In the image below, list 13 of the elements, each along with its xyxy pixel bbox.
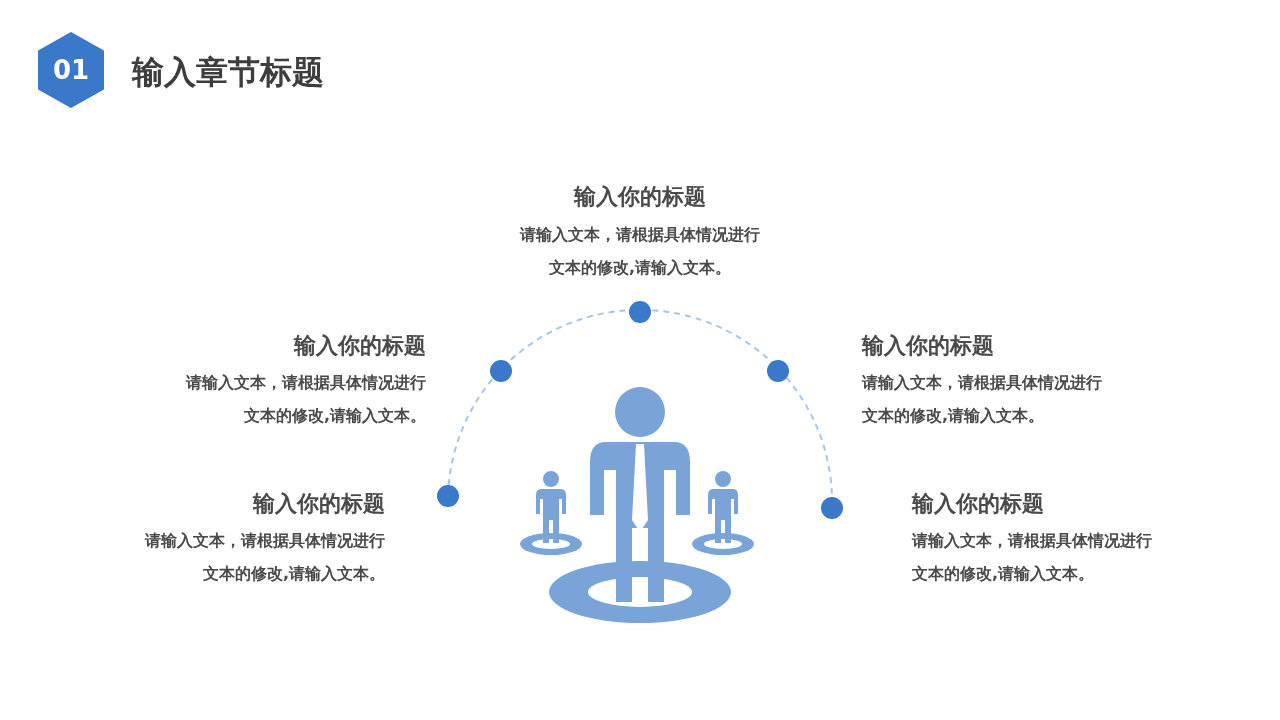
badge-number: 01 <box>51 54 91 87</box>
item-description: 请输入文本，请根据具体情况进行文本的修改,请输入文本。 <box>184 372 426 427</box>
item-heading: 输入你的标题 <box>862 332 995 360</box>
item-heading: 输入你的标题 <box>292 332 426 360</box>
slide-title: 输入章节标题 <box>132 52 324 92</box>
item-heading: 输入你的标题 <box>251 490 385 518</box>
hexagon-badge <box>37 32 105 108</box>
item-description: 请输入文本，请根据具体情况进行文本的修改,请输入文本。 <box>143 530 385 585</box>
item-description: 请输入文本，请根据具体情况进行文本的修改,请输入文本。 <box>518 224 761 279</box>
item-heading: 输入你的标题 <box>572 183 707 211</box>
item-heading: 输入你的标题 <box>912 490 1045 518</box>
item-description: 请输入文本，请根据具体情况进行文本的修改,请输入文本。 <box>862 372 1103 427</box>
item-description: 请输入文本，请根据具体情况进行文本的修改,请输入文本。 <box>912 530 1153 585</box>
